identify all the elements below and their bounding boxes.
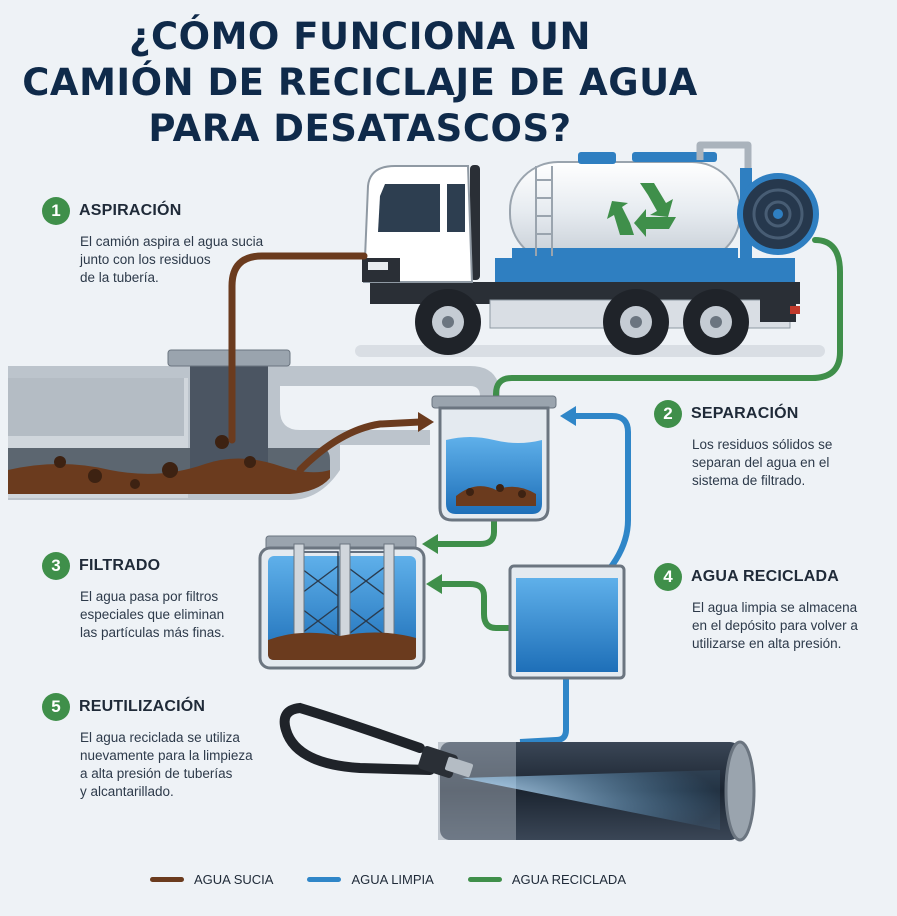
- step-1-line-2: junto con los residuos: [80, 251, 312, 269]
- clean-water-reservoir: [510, 566, 624, 678]
- step-4-line-1: El agua limpia se almacena: [692, 599, 894, 617]
- step-1-badge: 1: [42, 197, 70, 225]
- truck-shadow: [355, 345, 825, 357]
- cab-headlight: [368, 262, 388, 270]
- step-5-line-4: y alcantarillado.: [80, 783, 292, 801]
- clean-supply-line: [520, 678, 566, 742]
- recycled-filter-line-2: [440, 584, 508, 628]
- step-5-line-1: El agua reciclada se utiliza: [80, 729, 292, 747]
- step-5-line-2: nuevamente para la limpieza: [80, 747, 292, 765]
- clean-arrow-1: [560, 406, 576, 426]
- recycled-arrow-2: [422, 534, 438, 554]
- tank-hatch-1: [578, 152, 616, 164]
- dirty-arrow: [418, 412, 434, 432]
- water-tank: [510, 162, 740, 262]
- step-4: 4 AGUA RECICLADA El agua limpia se almac…: [654, 563, 894, 653]
- step-4-line-2: en el depósito para volver a: [692, 617, 894, 635]
- step-2-title: SEPARACIÓN: [691, 405, 799, 423]
- legend-label-dirty: AGUA SUCIA: [194, 872, 273, 887]
- step-1-title: ASPIRACIÓN: [79, 202, 181, 220]
- step-5-badge: 5: [42, 693, 70, 721]
- step-2: 2 SEPARACIÓN Los residuos sólidos se sep…: [654, 400, 894, 490]
- step-2-line-3: sistema de filtrado.: [692, 472, 894, 490]
- recycled-arrow-3: [426, 574, 442, 594]
- legend-swatch-recycled: [468, 877, 502, 882]
- step-3: 3 FILTRADO El agua pasa por filtros espe…: [42, 552, 272, 642]
- step-2-line-1: Los residuos sólidos se: [692, 436, 894, 454]
- step-3-line-2: especiales que eliminan: [80, 606, 272, 624]
- recycled-filter-line: [436, 518, 494, 544]
- cab-window: [378, 184, 440, 232]
- step-1-line-3: de la tubería.: [80, 269, 312, 287]
- step-5-description: El agua reciclada se utiliza nuevamente …: [80, 729, 292, 801]
- recycling-truck: [362, 145, 816, 355]
- step-1-line-1: El camión aspira el agua sucia: [80, 233, 312, 251]
- step-2-line-2: separan del agua en el: [692, 454, 894, 472]
- step-4-description: El agua limpia se almacena en el depósit…: [692, 599, 894, 653]
- legend-item-recycled: AGUA RECICLADA: [468, 872, 626, 887]
- step-3-description: El agua pasa por filtros especiales que …: [80, 588, 272, 642]
- pressure-hose: [285, 708, 430, 770]
- legend-swatch-dirty: [150, 877, 184, 882]
- step-5: 5 REUTILIZACIÓN El agua reciclada se uti…: [42, 693, 292, 801]
- legend: AGUA SUCIA AGUA LIMPIA AGUA RECICLADA: [150, 872, 670, 887]
- step-3-line-1: El agua pasa por filtros: [80, 588, 272, 606]
- step-5-line-3: a alta presión de tuberías: [80, 765, 292, 783]
- step-1-description: El camión aspira el agua sucia junto con…: [80, 233, 312, 287]
- hose-reel: [740, 168, 816, 268]
- legend-swatch-clean: [307, 877, 341, 882]
- legend-label-recycled: AGUA RECICLADA: [512, 872, 626, 887]
- filter-tank: [260, 536, 424, 668]
- truck-rear: [760, 282, 796, 322]
- cab-side-window: [447, 184, 465, 232]
- step-1: 1 ASPIRACIÓN El camión aspira el agua su…: [42, 197, 312, 287]
- legend-item-dirty: AGUA SUCIA: [150, 872, 273, 887]
- separation-tank: [432, 396, 556, 520]
- step-2-description: Los residuos sólidos se separan del agua…: [692, 436, 894, 490]
- step-5-title: REUTILIZACIÓN: [79, 698, 205, 716]
- step-2-badge: 2: [654, 400, 682, 428]
- rear-light: [790, 306, 800, 314]
- legend-item-clean: AGUA LIMPIA: [307, 872, 433, 887]
- tank-hatch-2: [632, 152, 717, 162]
- step-3-title: FILTRADO: [79, 557, 160, 575]
- step-4-title: AGUA RECICLADA: [691, 568, 839, 586]
- step-3-line-3: las partículas más finas.: [80, 624, 272, 642]
- step-3-badge: 3: [42, 552, 70, 580]
- step-4-line-3: utilizarse en alta presión.: [692, 635, 894, 653]
- legend-label-clean: AGUA LIMPIA: [351, 872, 433, 887]
- step-4-badge: 4: [654, 563, 682, 591]
